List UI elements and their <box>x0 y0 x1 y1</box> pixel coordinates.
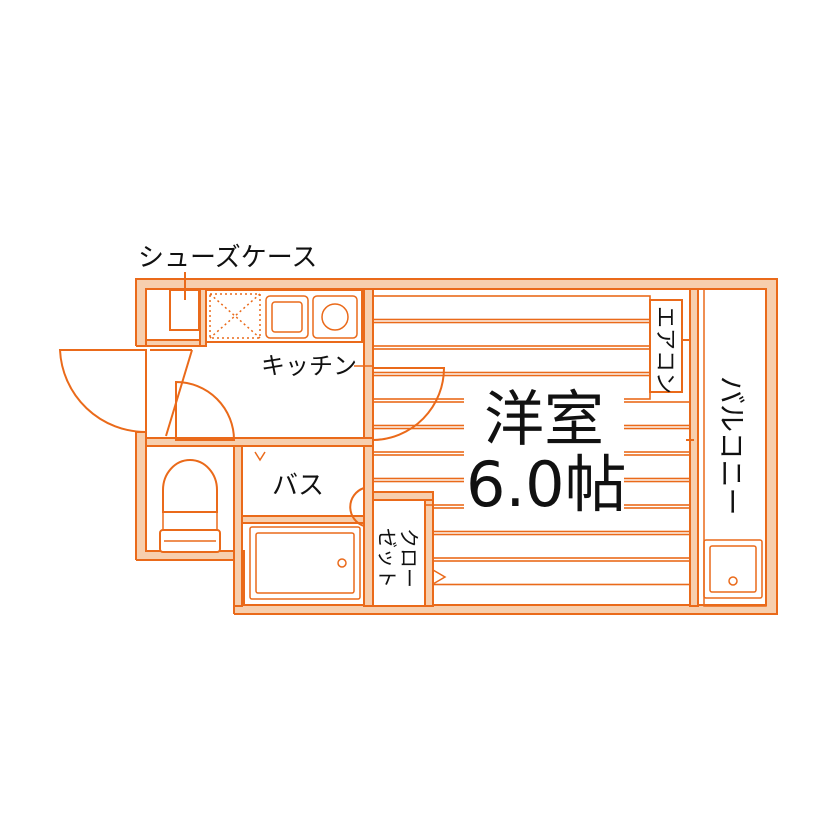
label-western-room: 洋室 <box>484 385 604 455</box>
shoe-case <box>169 272 200 331</box>
kitchen-counter <box>205 289 363 343</box>
label-balcony: バルコニー <box>715 376 748 515</box>
label-closet-line2: ゼット <box>375 528 399 588</box>
floor-stripe <box>432 533 691 559</box>
bathtub <box>249 526 361 600</box>
label-bath: バス <box>272 471 324 501</box>
label-kitchen: キッチン <box>261 352 357 380</box>
balcony <box>703 288 767 607</box>
toilet <box>159 459 221 553</box>
doors <box>58 349 446 527</box>
door-markers <box>254 439 694 462</box>
closet <box>372 499 447 607</box>
labels: シューズケース キッチン バス 洋室 6.0帖 エアコン バルコニー クロー ゼ… <box>138 243 760 588</box>
label-shoes-case: シューズケース <box>138 243 317 273</box>
label-aircon: エアコン <box>652 306 677 394</box>
label-closet-line1: クロー <box>397 528 421 588</box>
aircon-unit <box>649 299 690 393</box>
label-room-size: 6.0帖 <box>466 448 627 521</box>
